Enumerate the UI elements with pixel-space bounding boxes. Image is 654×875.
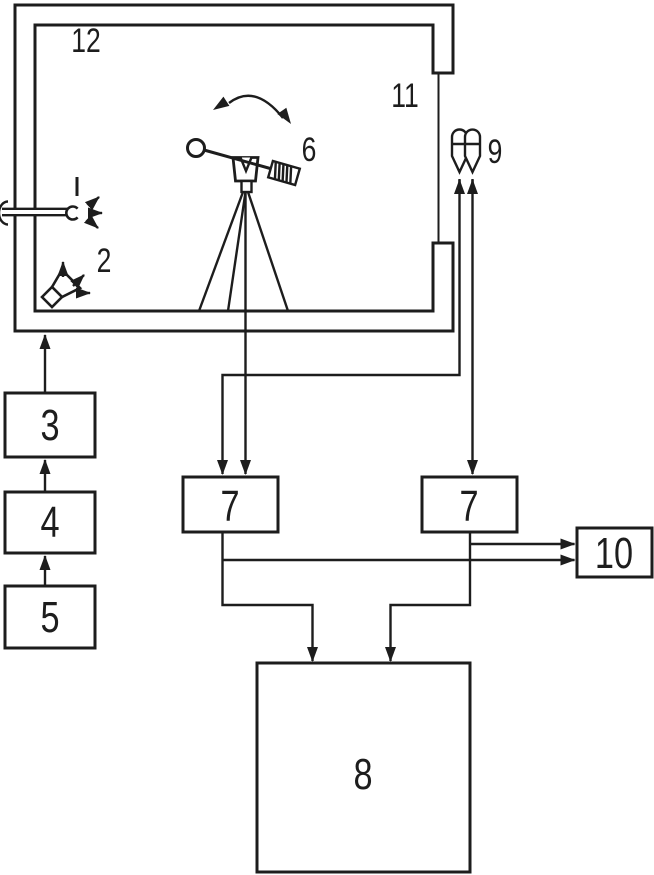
box-3-label: 3 — [40, 401, 59, 450]
counterweight — [266, 159, 302, 187]
box-8 — [255, 661, 472, 874]
probe-rod — [2, 208, 68, 216]
box-7-left-label: 7 — [220, 482, 239, 531]
box-3 — [3, 391, 97, 459]
line-mic-left-to-box7-left — [217, 179, 461, 475]
tripod-legs — [197, 191, 290, 312]
rotation-arc-arrow — [228, 94, 284, 119]
box-8-label: 8 — [353, 750, 372, 799]
telescope-tube — [203, 148, 273, 171]
microphone-pair — [450, 128, 482, 175]
theodolite — [186, 94, 302, 312]
sound-source-probe — [0, 177, 103, 229]
box-5-label: 5 — [40, 593, 59, 642]
box-5 — [3, 584, 97, 650]
box-10 — [575, 526, 654, 579]
line-box7-right-to-box8 — [385, 532, 472, 662]
speaker-driver — [40, 285, 64, 309]
microphones-label: 9 — [488, 133, 503, 171]
microphone-right — [463, 128, 482, 175]
rotation-arrow-left-head — [213, 96, 230, 110]
instrument-label: 6 — [302, 131, 317, 169]
speaker-label: 2 — [97, 242, 112, 280]
probe-sound-arrows — [83, 196, 103, 229]
box-10-label: 10 — [595, 529, 633, 578]
telescope-ball — [186, 138, 206, 158]
line-box7-left-to-box8 — [221, 532, 318, 662]
room-walls — [13, 3, 455, 333]
probe-handle-cap — [0, 200, 9, 226]
box-7-right-label: 7 — [459, 482, 478, 531]
box-7-left — [181, 475, 280, 534]
rotation-arrow-right-head — [277, 107, 291, 124]
opening-label: 11 — [391, 77, 419, 115]
box-4-label: 4 — [40, 498, 59, 547]
probe-tip-circle — [65, 205, 79, 221]
room-label: 12 — [71, 22, 101, 60]
box-7-right — [420, 475, 519, 534]
instrument-post — [240, 179, 253, 194]
box-4 — [3, 490, 97, 555]
speaker-sound-arrows — [57, 261, 91, 299]
loudspeaker-icon — [40, 261, 91, 309]
